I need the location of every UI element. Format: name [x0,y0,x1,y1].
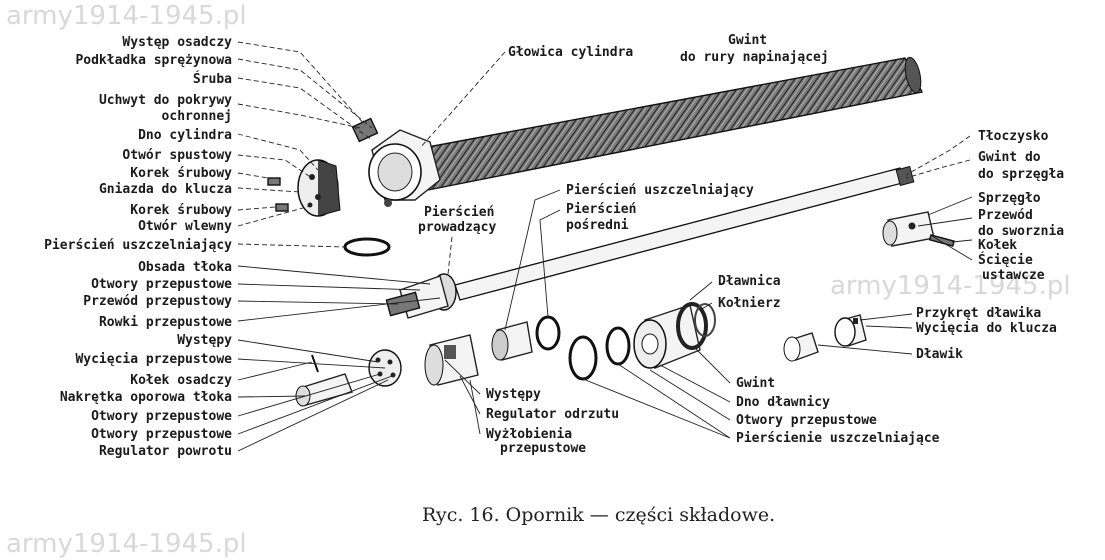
label-seal-ring-left: Pierścień uszczelniający [44,238,232,253]
watermark-bottom: army1914-1945.pl [6,529,247,559]
recoil-regulator [424,334,479,386]
label-pin-hole-1: Przewód [978,208,1033,223]
label-port-channel: Przewód przepustowy [83,294,232,309]
label-key-sockets: Gniazda do klucza [99,182,232,197]
label-screw-plug-1: Korek śrubowy [130,166,232,181]
return-regulator [295,349,402,407]
label-piston-rod: Tłoczysko [978,129,1049,144]
label-key-slots: Wycięcia do klucza [916,321,1057,336]
label-flange: Kołnierz [718,296,781,311]
label-gland: Dławnica [718,274,781,289]
right-labels: Tłoczysko Gwint do do sprzęgła Sprzęgło … [718,129,1064,362]
label-guide-ring-2: prowadzący [418,220,496,235]
label-cover-holder: Uchwyt do pokrywy [99,93,232,108]
label-screw-plug-2: Korek śrubowy [130,203,232,218]
label-thread-1: Gwint [728,33,767,48]
packing [783,332,819,362]
label-lugs-left: Występy [177,333,232,348]
label-cylinder-bottom: Dno cylindra [138,128,232,143]
guide-ring-parts [491,315,631,381]
label-thread-bottom: Gwint [736,376,775,391]
label-drain-hole: Otwór spustowy [122,148,232,163]
gland [633,302,716,369]
label-locating-lug: Występ osadczy [122,35,232,50]
piston-rod [385,165,915,319]
label-cylinder-head: Głowica cylindra [508,45,633,60]
figure-caption: Ryc. 16. Opornik — części składowe. [422,504,775,526]
leader-lines [237,41,973,452]
label-port-cutouts: Wycięcia przepustowe [75,352,232,367]
label-port-grooves: Rowki przepustowe [99,315,232,330]
watermark-mid: army1914-1945.pl [830,271,1071,301]
label-cut-1: Ścięcie [978,252,1033,268]
label-grooves-1: Wyżłobienia [486,427,572,442]
label-coupling: Sprzęgło [978,191,1041,206]
screw-plugs [267,177,289,212]
label-pin: Kołek [978,238,1017,253]
label-filler-hole: Otwór wlewny [138,219,232,234]
coupling [882,211,935,247]
label-return-regulator: Regulator powrotu [99,444,232,459]
label-mid-ring-1: Pierścień [566,202,636,217]
label-piston-housing: Obsada tłoka [138,260,232,275]
label-pin-hole-2: do sworznia [978,224,1064,239]
label-lugs-bottom: Występy [486,387,541,402]
label-thread-coupling-2: do sprzęgła [978,167,1064,182]
label-screw: Śruba [193,71,232,87]
label-thread-coupling-1: Gwint do [978,150,1041,165]
seal-ring [343,237,391,257]
label-ports-2: Otwory przepustowe [91,409,232,424]
label-ports-1: Otwory przepustowe [91,277,232,292]
label-seal-ring-top: Pierścień uszczelniający [566,183,754,198]
label-packing: Dławik [916,347,963,362]
label-spring-washer: Podkładka sprężynowa [75,53,232,68]
pin [928,234,955,247]
label-ports-3: Otwory przepustowe [91,427,232,442]
left-labels: Występ osadczy Podkładka sprężynowa Śrub… [44,35,232,459]
label-thread-2: do rury napinającej [680,50,829,65]
label-recoil-regulator: Regulator odrzutu [486,407,619,422]
label-gland-bottom: Dno dławnicy [736,395,830,410]
label-seal-rings: Pierścienie uszczelniające [736,431,940,446]
label-cover-holder-2: ochronnej [162,109,232,124]
top-labels: Głowica cylindra Gwint do rury napinając… [418,33,829,235]
label-gland-nut: Przykręt dławika [916,306,1041,321]
label-mid-ring-2: pośredni [566,218,629,233]
cylinder [351,56,924,207]
label-grooves-2: przepustowe [500,441,586,456]
label-piston-stop-nut: Nakrętka oporowa tłoka [60,390,232,405]
label-locating-pin: Kołek osadczy [130,373,232,388]
watermark-top: army1914-1945.pl [6,1,247,31]
bottom-labels: Występy Regulator odrzutu Wyżłobienia pr… [486,376,940,456]
label-guide-ring-1: Pierścień [424,205,494,220]
cylinder-bottom [297,159,341,217]
label-ports-bottom: Otwory przepustowe [736,413,877,428]
label-cut-2: ustawcze [982,268,1045,283]
gland-nut [834,314,867,347]
